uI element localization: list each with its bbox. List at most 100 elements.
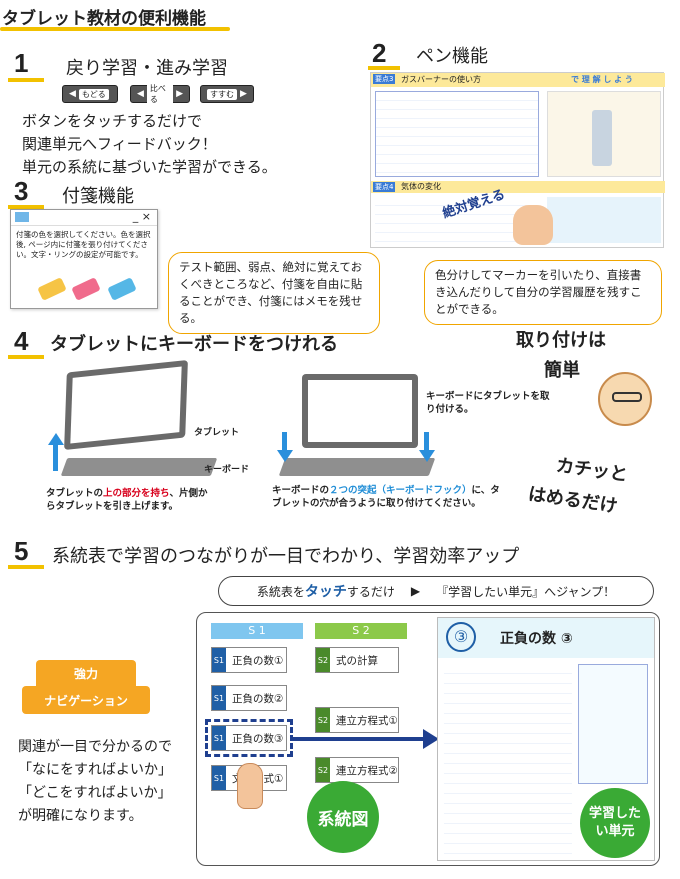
sec1-heading: 戻り学習・進み学習 [66,58,228,79]
caption-left-a: タブレットの [46,488,104,499]
tile-label: 正負の数③ [232,732,284,745]
tablet-screen [70,366,182,444]
pointing-hand-icon [237,763,263,809]
tile-tag: S1 [212,648,226,672]
sticky-note-window[interactable]: _ × 付箋の色を選択してください。色を選択後, ページ内に付箋を張り付けてくだ… [10,209,158,309]
tile-tag: S2 [316,708,330,732]
hand-text-fit: はめるだけ [526,483,619,518]
tile-tag: S1 [212,686,226,710]
sec5-line: 関連が一目で分かるので [18,739,172,755]
unit-tile[interactable]: S1 正負の数① [211,647,287,673]
compare-button[interactable]: ◀比べる▶ [130,83,190,105]
caption-left-c: 、片側からタブレットを引き上げます。 [46,488,208,512]
sec3-number-underline [8,205,44,209]
window-titlebar: _ × [11,210,157,226]
arrow-right-icon: ▶ [176,89,183,99]
badge-strong: 強力 [36,660,136,686]
compare-button-label: 比べる [146,83,174,105]
arrow-up-stem [53,445,58,471]
sec1-text: ボタンをタッチするだけで 関連単元へフィードバック！ 単元の系統に基づいた学習が… [22,110,362,179]
scan-header-2: 要点4 気体の変化 [371,181,665,193]
sec2-number-underline [368,66,400,70]
sec2-heading: ペン機能 [416,46,488,67]
scan-text-block-2 [375,197,539,243]
unit-page-preview[interactable]: ③ 正負の数 ③ 学習したい単元 [437,617,655,861]
sec3-heading: 付箋機能 [62,186,134,207]
sec5-heading: 系統表で学習のつながりが一目でわかり、学習効率アップ [52,546,520,567]
caption-right-a: キーボードの [272,485,330,496]
tile-label: 式の計算 [336,654,378,667]
sec5-line: 「どこをすればよいか」 [18,785,172,801]
circle-target-unit: 学習したい単元 [580,788,650,858]
tablet-left [64,359,188,451]
unit-header: ③ 正負の数 ③ [438,618,654,658]
tablet-screen [308,380,412,442]
window-icon [15,212,29,222]
scan-tag: 要点3 [373,74,396,84]
yellow-sticky-icon[interactable] [37,277,67,301]
back-button-label: もどる [78,88,109,100]
unit-tile[interactable]: S2 式の計算 [315,647,399,673]
jump-arrowhead-icon [423,729,439,749]
jump-left-c: するだけ [346,585,395,599]
unit-tile[interactable]: S2 連立方程式① [315,707,399,733]
tile-label: 連立方程式① [336,714,398,727]
arrow-down-stem [424,432,429,452]
arrow-left-icon: ◀ [69,89,76,99]
back-button[interactable]: ◀もどる [62,85,118,103]
hand-text-easy: 取り付けは [516,330,606,351]
tile-tag: S1 [212,766,226,790]
arrow-right-icon: ▶ [240,89,247,99]
tile-label: 正負の数② [232,692,284,705]
column-s2-header: S 2 [315,623,407,639]
blue-sticky-icon[interactable] [107,277,137,301]
unit-title: 正負の数 ③ [500,631,573,647]
sec3-callout: テスト範囲、弱点、絶対に覚えておくべきところなど、付箋を自由に貼ることができ、付… [168,252,380,334]
unit-tile[interactable]: S1 正負の数② [211,685,287,711]
page-title: タブレット教材の便利機能 [0,0,240,34]
jump-right: 『学習したい単元』へジャンプ！ [436,584,616,599]
tile-label: 正負の数① [232,654,284,667]
jump-bar: 系統表をタッチするだけ ▶ 『学習したい単元』へジャンプ！ [218,576,654,606]
tile-tag: S2 [316,758,330,782]
caption-right: キーボードの２つの突起（キーボードフック）に、タブレットの穴が合うように取り付け… [272,484,508,510]
sec4-heading: タブレットにキーボードをつけれる [50,334,338,355]
hand-text-simple: 簡単 [544,360,580,381]
tablet-right [302,374,418,448]
scan-tag-2: 要点4 [373,182,396,192]
page-title-text: タブレット教材の便利機能 [2,9,206,29]
keyboard-right [278,458,436,476]
sec5-number-underline [8,565,44,569]
forward-button[interactable]: すすむ▶ [200,85,254,103]
scan-header: 要点3 ガスバーナーの使い方 で 理 解 し よ う [371,73,665,87]
arrow-down-icon [419,450,435,462]
scan-figure [547,91,661,177]
tile-label: 連立方程式② [336,764,398,777]
unit-side-box [578,664,648,784]
unit-tile-selected[interactable]: S1 正負の数③ [205,719,293,757]
sec1-number-underline [8,78,44,82]
arrow-down-icon [277,450,293,462]
label-attach: キーボードにタブレットを取り付ける。 [426,391,550,415]
jump-left: 系統表をタッチするだけ [257,581,395,601]
sec5-text: 関連が一目で分かるので 「なにをすればよいか」 「どこをすればよいか」 が明確に… [18,736,208,828]
window-controls[interactable]: _ × [132,210,151,223]
teacher-character-icon [598,372,652,426]
unit-number-icon: ③ [446,622,476,652]
arrow-left-icon: ◀ [137,89,144,99]
label-tablet: タブレット [194,428,240,438]
label-keyboard: キーボード [204,465,250,475]
unit-tile[interactable]: S2 連立方程式② [315,757,399,783]
forward-button-label: すすむ [207,88,237,100]
caption-left: タブレットの上の部分を持ち、片側からタブレットを引き上げます。 [46,487,216,513]
badge-navigation: ナビゲーション [22,686,150,714]
caption-right-b: ２つの突起（キーボードフック） [329,485,472,496]
circle-system-chart: 系統図 [307,781,379,853]
tile-tag: S2 [316,648,330,672]
pink-sticky-icon[interactable] [71,277,101,301]
sec1-number: 1 [14,48,29,78]
glasses-icon [612,392,642,402]
sec1-line: ボタンをタッチするだけで [22,112,203,130]
tile-tag: S1 [212,726,226,750]
